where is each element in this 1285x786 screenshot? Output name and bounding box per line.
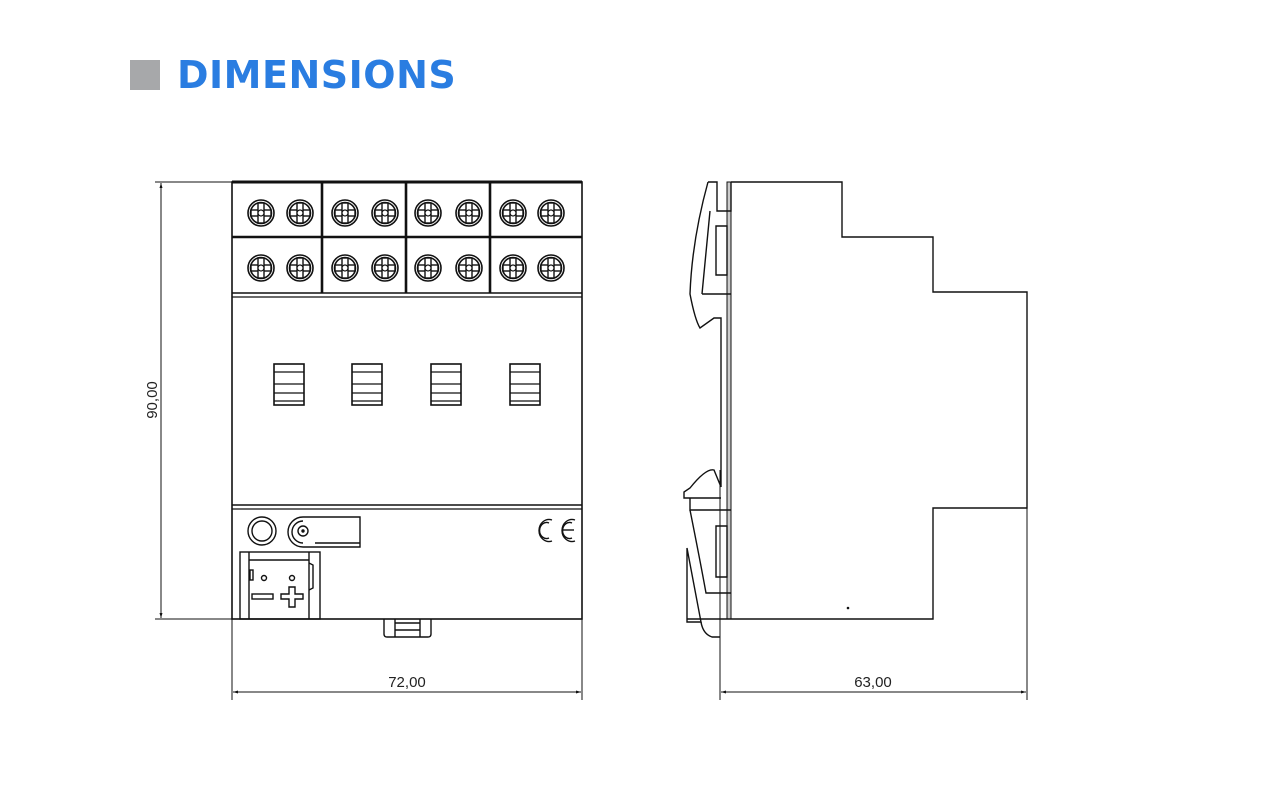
button-icon (247, 516, 277, 546)
side-body-outline (731, 181, 1028, 620)
front-dimensions (155, 181, 583, 700)
height-dimension-label: 90,00 (144, 381, 161, 419)
front-view (231, 180, 583, 638)
header-marker-square (130, 60, 160, 90)
led-windows (273, 363, 541, 406)
page-title: DIMENSIONS (177, 53, 457, 97)
width-dimension-label: 72,00 (388, 674, 426, 691)
section-header: DIMENSIONS (130, 56, 456, 94)
din-clip (383, 619, 432, 638)
ce-mark-icon (538, 518, 576, 543)
minus-icon (251, 593, 274, 600)
side-view (683, 181, 1028, 638)
plus-icon (280, 586, 304, 608)
power-connector (239, 551, 321, 620)
depth-dimension-label: 63,00 (854, 674, 892, 691)
terminal-block (232, 182, 582, 298)
programming-slider-icon (287, 516, 361, 548)
side-dimensions (719, 470, 1028, 700)
